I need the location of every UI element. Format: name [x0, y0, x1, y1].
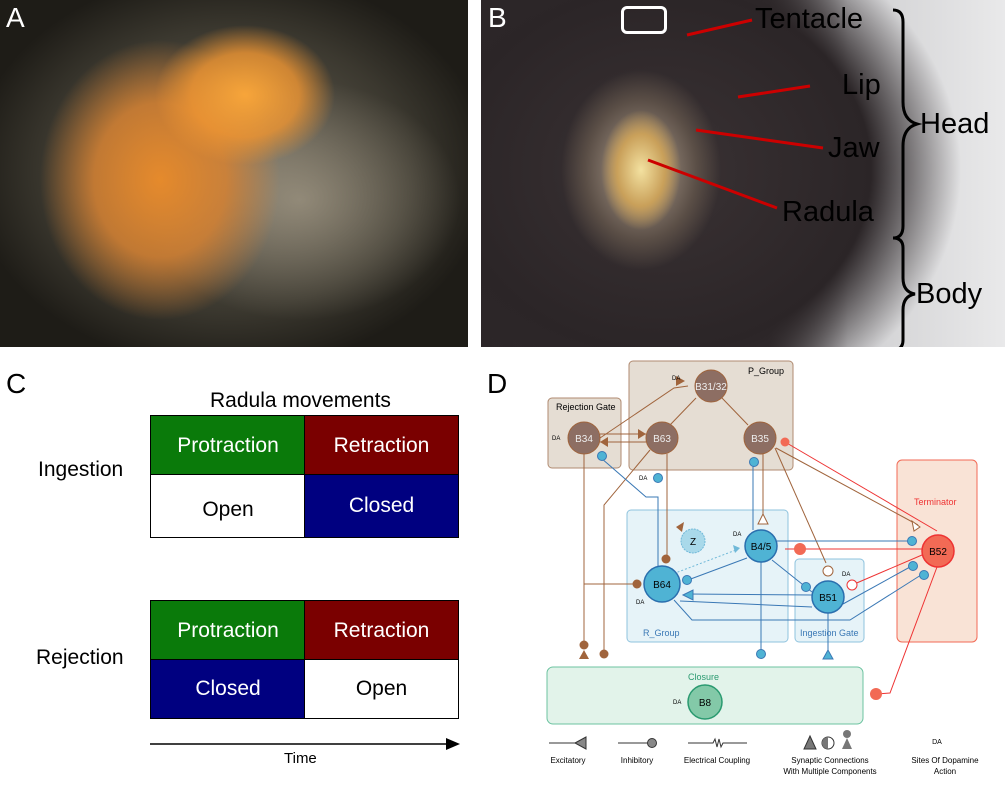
neuron-b52: [921, 534, 955, 568]
leader-radula: [647, 158, 778, 210]
neuron-b4-5-label: B4/5: [751, 542, 772, 553]
rejection-protraction: Protraction: [150, 600, 306, 661]
da-b45: DA: [733, 532, 741, 538]
da-b34: DA: [552, 436, 560, 442]
neuron-b4-5: [744, 529, 778, 563]
da-b64: DA: [636, 600, 644, 606]
time-arrow: [150, 738, 460, 750]
rejection-closed: Closed: [150, 659, 306, 719]
label-jaw: Jaw: [828, 132, 880, 164]
ingestion-label: Ingestion: [38, 458, 124, 481]
photo-a-ganglia: [0, 0, 468, 347]
b34-b64-blue: [600, 457, 659, 566]
neuron-b8: [687, 684, 723, 720]
rejection-open: Open: [304, 659, 459, 719]
legend-da-1: Sites Of Dopamine: [911, 756, 979, 765]
terminator-label: Terminator: [914, 497, 957, 507]
rejection-gate-label: Rejection Gate: [556, 402, 616, 412]
neuron-z: [680, 528, 706, 554]
neuron-b51-label: B51: [819, 593, 837, 604]
neuron-b51: [811, 580, 845, 614]
inhibitory-icon: [647, 738, 657, 748]
panel-label-a: A: [6, 2, 25, 33]
leader-lip: [737, 84, 811, 99]
neuron-b31-32-label: B31/32: [695, 382, 727, 393]
neuron-b64-label: B64: [653, 580, 671, 591]
b63-down: [603, 449, 651, 652]
neuron-b31-32: [694, 369, 728, 403]
label-head: Head: [920, 108, 990, 140]
multi-triangle-icon: [803, 734, 817, 750]
ingestion-closed: Closed: [304, 474, 459, 538]
b45-b64: [687, 557, 748, 581]
neuron-b64: [643, 565, 681, 603]
leader-jaw: [695, 128, 824, 150]
neuron-b34: [567, 421, 601, 455]
b51-b64: [687, 593, 813, 596]
neuron-b34-label: B34: [575, 434, 593, 445]
da-b51: DA: [842, 572, 850, 578]
panel-label-d: D: [487, 368, 508, 399]
b35-b31-coupling: [721, 397, 749, 426]
legend-electrical: Electrical Coupling: [684, 756, 750, 765]
clip: [621, 6, 667, 34]
ingestion-gate-label: Ingestion Gate: [800, 628, 859, 638]
label-tentacle: Tentacle: [755, 3, 864, 35]
da-b31: DA: [672, 376, 680, 382]
neuron-b35: [743, 421, 777, 455]
label-radula: Radula: [782, 196, 874, 228]
photo-b-aplysia-head: [481, 0, 1005, 347]
brace-head: [892, 8, 923, 240]
b64-b52: [673, 574, 922, 621]
ingestion-retraction: Retraction: [304, 415, 459, 476]
b34-b31-excitatory: [599, 385, 689, 439]
time-label: Time: [284, 750, 317, 767]
rejection-label: Rejection: [36, 646, 124, 669]
neuron-z-label: Z: [690, 537, 696, 548]
panel-label-b: B: [488, 2, 507, 33]
r-group-label: R_Group: [643, 628, 680, 638]
ingestion-open: Open: [150, 474, 306, 538]
b64-b51-coupling: [679, 600, 813, 608]
closure-label: Closure: [688, 672, 719, 682]
label-body: Body: [916, 278, 983, 310]
legend-multi-2: With Multiple Components: [783, 767, 876, 776]
legend-inhibitory: Inhibitory: [621, 756, 653, 765]
legend-da-icon: DA: [932, 739, 942, 746]
rejection-retraction: Retraction: [304, 600, 459, 661]
b63-b31-coupling: [669, 397, 697, 426]
p-group-label: P_Group: [748, 366, 784, 376]
da-b64-input: DA: [639, 476, 647, 482]
legend: Excitatory Inhibitory Electrical Couplin…: [549, 730, 979, 776]
synapse-terminals: [579, 376, 929, 700]
neuron-b35-label: B35: [751, 434, 769, 445]
neuron-b52-label: B52: [929, 547, 947, 558]
leader-tentacle: [686, 18, 753, 37]
legend-excitatory: Excitatory: [550, 756, 585, 765]
b52-b51-inhib: [851, 554, 923, 586]
radula-movements-title: Radula movements: [210, 389, 391, 412]
b51-b52: [842, 566, 911, 605]
excitatory-icon: [573, 736, 587, 750]
panel-label-c: C: [6, 368, 27, 399]
neuron-b63: [645, 421, 679, 455]
da-b8: DA: [673, 700, 681, 706]
legend-multi-1: Synaptic Connections: [791, 756, 868, 765]
electrical-coupling-icon: [688, 737, 747, 749]
neuron-b8-label: B8: [699, 698, 712, 709]
b35-b51: [774, 447, 827, 564]
ingestion-protraction: Protraction: [150, 415, 306, 476]
b35-b52: [775, 447, 919, 526]
legend-da-2: Action: [934, 767, 956, 776]
panel-b-annotations: [647, 8, 923, 347]
multi-knob-icon: [843, 730, 851, 738]
b52-b35-inhib: [784, 441, 938, 532]
label-lip: Lip: [842, 69, 881, 101]
neuron-b63-label: B63: [653, 434, 671, 445]
brace-body: [892, 236, 916, 347]
